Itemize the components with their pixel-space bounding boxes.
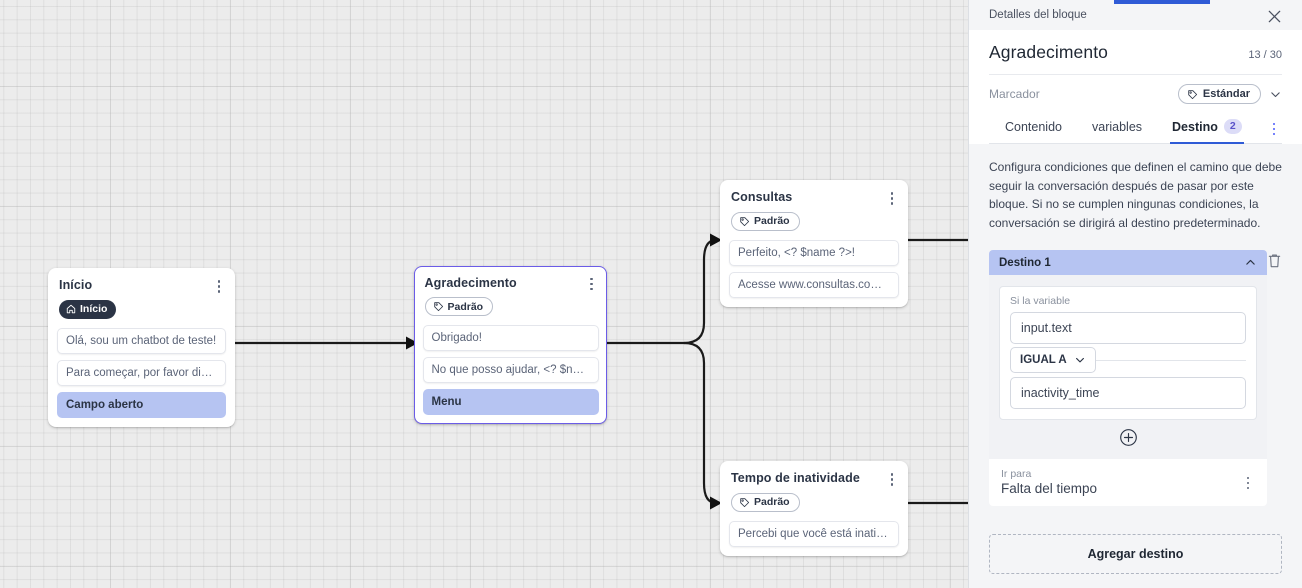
marker-controls: Estándar [1177, 84, 1282, 104]
node-header: Agradecimento [423, 276, 599, 291]
goto-label: Ir para [1001, 468, 1032, 480]
tab-label: variables [1092, 119, 1143, 134]
node-chip-label: Padrão [754, 496, 790, 509]
operator-label: IGUAL A [1020, 354, 1067, 366]
tag-icon [1188, 89, 1197, 99]
marker-label: Marcador [989, 87, 1040, 101]
marker-chip[interactable]: Estándar [1177, 84, 1261, 104]
marker-row: Marcador Estándar [989, 75, 1282, 113]
tab-badge: 2 [1223, 119, 1242, 134]
node-header: Consultas [729, 190, 899, 205]
node-header: Tempo de inatividade [729, 471, 899, 486]
node-message[interactable]: Para começar, por favor digite o ... [57, 359, 226, 386]
tab-label: Destino [1172, 119, 1218, 134]
flow-node-agradecimento[interactable]: Agradecimento Padrão Obrigado! No que po… [414, 266, 607, 424]
edge-to-tempo [683, 341, 717, 505]
tab-variables[interactable]: variables [1090, 114, 1144, 144]
node-message[interactable]: Percebi que você está inativo. C... [729, 520, 899, 547]
operator-select[interactable]: IGUAL A [1010, 347, 1096, 373]
edge-arrow-tempo [710, 496, 722, 510]
edge-arrow-consultas [710, 233, 722, 247]
node-chip-padrao[interactable]: Padrão [731, 492, 800, 512]
condition-label: Si la variable [1010, 295, 1071, 307]
node-message[interactable]: No que posso ajudar, <? $name ... [422, 357, 599, 384]
node-menu-icon[interactable] [585, 276, 599, 291]
destination-description: Configura condiciones que definen el cam… [989, 160, 1282, 230]
panel-title-section: Agradecimento 13 / 30 Marcador Estándar [969, 30, 1302, 144]
node-chip-label: Início [80, 303, 108, 316]
node-title: Consultas [731, 190, 793, 204]
node-title: Tempo de inatividade [731, 471, 860, 485]
compare-value-input[interactable]: inactivity_time [1010, 377, 1246, 409]
close-icon[interactable] [1267, 9, 1282, 24]
panel-header: Detalles del bloque [969, 0, 1302, 30]
condition-box: Si la variable input.text IGUAL A in [999, 286, 1257, 420]
title-row: Agradecimento 13 / 30 [989, 30, 1282, 75]
node-message[interactable]: Acesse www.consultas.com par... [729, 271, 899, 298]
trash-icon[interactable] [1267, 253, 1282, 274]
block-details-panel: Detalles del bloque Agradecimento 13 / 3… [968, 0, 1302, 588]
flow-canvas[interactable]: Início Início Olá, sou um chatbot de tes… [0, 0, 968, 588]
node-message-highlighted[interactable]: Menu [422, 389, 599, 416]
node-chip-label: Padrão [754, 215, 790, 228]
goto-text: Ir para Falta del tiempo [1001, 468, 1097, 496]
node-message-highlighted[interactable]: Campo aberto [57, 391, 226, 418]
page-title: Agradecimento [989, 42, 1109, 62]
divider [1010, 360, 1246, 361]
more-vertical-icon[interactable] [1270, 121, 1282, 136]
node-message[interactable]: Perfeito, <? $name ?>! [729, 239, 899, 266]
tab-label: Contenido [1005, 119, 1062, 134]
node-chip-padrao[interactable]: Padrão [424, 297, 494, 317]
operator-row: IGUAL A [1010, 347, 1246, 373]
tab-destino[interactable]: Destino 2 [1170, 113, 1244, 144]
destination-body: Si la variable input.text IGUAL A in [989, 275, 1267, 459]
variable-input[interactable]: input.text [1010, 312, 1246, 344]
edge-to-consultas [683, 238, 717, 345]
tag-icon [740, 498, 750, 507]
panel-body: Configura condiciones que definen el cam… [969, 144, 1302, 512]
node-header: Início [57, 278, 226, 293]
destination-title: Destino 1 [999, 256, 1051, 269]
node-menu-icon[interactable] [885, 190, 899, 205]
panel-accent-bar [1114, 0, 1210, 4]
chevron-up-icon[interactable] [1244, 256, 1257, 269]
flow-node-tempo-de-inatividade[interactable]: Tempo de inatividade Padrão Percebi que … [720, 461, 908, 556]
goto-menu-icon[interactable] [1241, 475, 1255, 490]
node-title: Agradecimento [424, 275, 517, 290]
flow-edges [234, 233, 968, 510]
chevron-down-icon[interactable] [1269, 88, 1282, 101]
node-menu-icon[interactable] [212, 278, 226, 293]
node-chip-label: Padrão [447, 300, 484, 313]
node-message[interactable]: Obrigado! [422, 325, 599, 352]
tag-icon [740, 217, 750, 226]
marker-chip-label: Estándar [1202, 88, 1250, 100]
node-menu-icon[interactable] [885, 471, 899, 486]
node-chip-padrao[interactable]: Padrão [731, 211, 800, 231]
node-message[interactable]: Olá, sou um chatbot de teste! [57, 327, 226, 354]
flow-node-inicio[interactable]: Início Início Olá, sou um chatbot de tes… [48, 268, 235, 427]
destination-card: Destino 1 Si la variable input [989, 250, 1282, 506]
flow-node-consultas[interactable]: Consultas Padrão Perfeito, <? $name ?>! … [720, 180, 908, 307]
panel-tabs: Contenido variables Destino 2 [989, 113, 1282, 144]
goto-value: Falta del tiempo [1001, 481, 1098, 496]
node-chip-inicio[interactable]: Início [59, 299, 117, 319]
goto-row[interactable]: Ir para Falta del tiempo [989, 459, 1267, 506]
add-destination-button[interactable]: Agregar destino [989, 534, 1282, 574]
add-condition-row [999, 420, 1257, 453]
plus-circle-icon[interactable] [1119, 428, 1138, 447]
tag-icon [433, 302, 443, 312]
char-counter: 13 / 30 [1248, 49, 1282, 61]
home-icon [66, 305, 76, 314]
panel-header-title: Detalles del bloque [989, 9, 1087, 21]
tab-contenido[interactable]: Contenido [1003, 114, 1064, 144]
destination-header[interactable]: Destino 1 [989, 250, 1267, 275]
node-title: Início [59, 278, 93, 292]
edge-arrow-agradecimento [406, 336, 418, 350]
chevron-down-icon [1075, 357, 1084, 363]
